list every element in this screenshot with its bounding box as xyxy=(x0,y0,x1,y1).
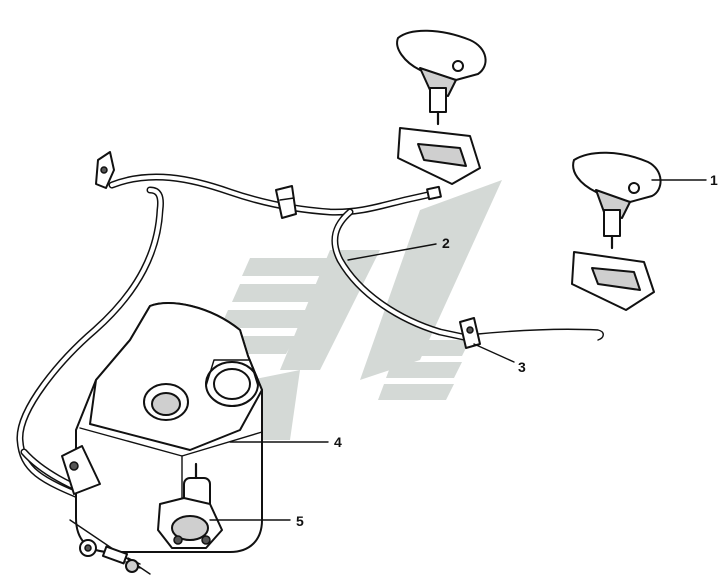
washer-reservoir xyxy=(61,302,263,553)
leader-line-3 xyxy=(473,343,515,363)
hose-clip xyxy=(459,317,481,349)
mounting-bolt xyxy=(69,519,151,575)
callout-label-4: 4 xyxy=(334,434,342,450)
washer-nozzle-top xyxy=(396,29,487,185)
callout-label-5: 5 xyxy=(296,513,304,529)
callout-label-1: 1 xyxy=(710,172,718,188)
callout-label-2: 2 xyxy=(442,235,450,251)
hose-clip-top-left xyxy=(95,151,115,189)
leader-line-2 xyxy=(347,243,437,261)
washer-pump xyxy=(157,462,223,549)
callout-leaders xyxy=(209,179,707,521)
hose-clip-top-middle xyxy=(275,185,297,219)
callout-labels: 1 2 3 4 5 xyxy=(296,172,718,529)
callout-label-3: 3 xyxy=(518,359,526,375)
watermark-logo xyxy=(208,180,502,440)
washer-nozzle xyxy=(571,151,662,311)
